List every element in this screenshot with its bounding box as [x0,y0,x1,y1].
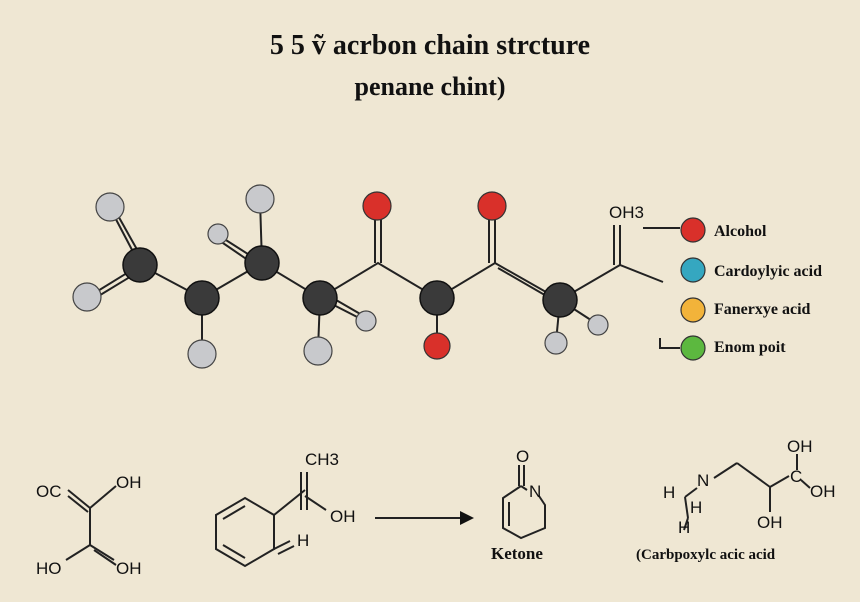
atom-label: OH [330,507,356,526]
atom-label: CH3 [305,450,339,469]
atom-label: H [690,498,702,517]
hydrogen-atom [245,184,275,214]
bond [222,544,246,559]
atom-label: OH [116,559,142,578]
structure-1: OC OH HO OH [36,473,142,578]
bond [520,485,528,491]
bond [67,495,89,513]
legend-label: Enom poit [714,339,786,356]
caption-ketone: Ketone [491,544,543,563]
atom-label: OC [36,482,62,501]
benzene-ring [215,496,275,568]
hydrogen-atom [587,314,609,336]
bond [65,544,91,561]
legend-label: Alcohol [714,223,767,240]
legend-label: Fanerxye acid [714,301,811,318]
hydrogen-atom [544,331,568,355]
bond [273,540,291,550]
bond [222,505,246,520]
legend-label: Cardoylyic acid [714,263,822,280]
structure-4: OH C OH OH N H H H (Carbpoxylc acic acid [636,437,836,563]
bond [684,496,689,519]
legend: Alcohol Cardoylyic acid Fanerxye acid En… [643,217,822,361]
bond [67,489,91,509]
caption-carboxylic-acid: (Carbpoxylc acic acid [636,547,776,563]
hydrogen-atom [207,223,229,245]
atom-label: H [297,531,309,550]
diagram-title: 5 5 ṽ acrbon chain strcture [269,30,591,61]
bond [800,479,811,489]
carbon-atom [244,245,280,281]
legend-swatch-cardoylyic-acid [680,257,706,283]
carbon-atom [184,280,220,316]
atom-label: OH [116,473,142,492]
legend-swatch-enom-poit [680,335,706,361]
atom-label: H [678,518,690,537]
hydrogen-atom [95,192,125,222]
atom-label: O [516,447,529,466]
oxygen-atom [423,332,451,360]
legend-swatch-alcohol [680,217,706,243]
atom-label: N [529,482,541,501]
oh3-label: OH3 [609,203,644,222]
ring-bonds [502,485,546,540]
bond [736,462,771,488]
atom-label: N [697,471,709,490]
arrow-head [460,511,474,525]
bond [93,549,117,566]
atom-label: OH [810,482,836,501]
atom-label: HO [36,559,62,578]
carbon-atom [122,247,158,283]
legend-swatch-fanerxye-acid [680,297,706,323]
bond [273,489,306,516]
bond [89,485,117,509]
bond [277,545,295,555]
structure-3: O N Ketone [491,447,546,563]
backbone-bonds [139,261,664,302]
diagram-subtitle: penane chint) [354,72,506,101]
carbon-atom [542,282,578,318]
atom-label: OH [757,513,783,532]
carbon-atom [419,280,455,316]
bond [769,475,790,488]
bond [89,544,115,561]
hydrogen-atom [187,339,217,369]
main-molecule: OH3 [72,184,664,369]
oxygen-atom [362,191,392,221]
oxygen-atom [477,191,507,221]
carbon-atom [302,280,338,316]
atom-label: H [663,483,675,502]
reaction-arrow [375,511,474,525]
bond [304,495,327,511]
hydrogen-atom [303,336,333,366]
structure-2: CH3 OH H [215,450,356,568]
legend-leader-line [659,338,680,349]
bond [713,462,738,479]
atom-label: OH [787,437,813,456]
hydrogen-atom [355,310,377,332]
bond [684,487,698,498]
bond [683,517,689,531]
hydrogen-atom [72,282,102,312]
atom-label: C [790,467,802,486]
